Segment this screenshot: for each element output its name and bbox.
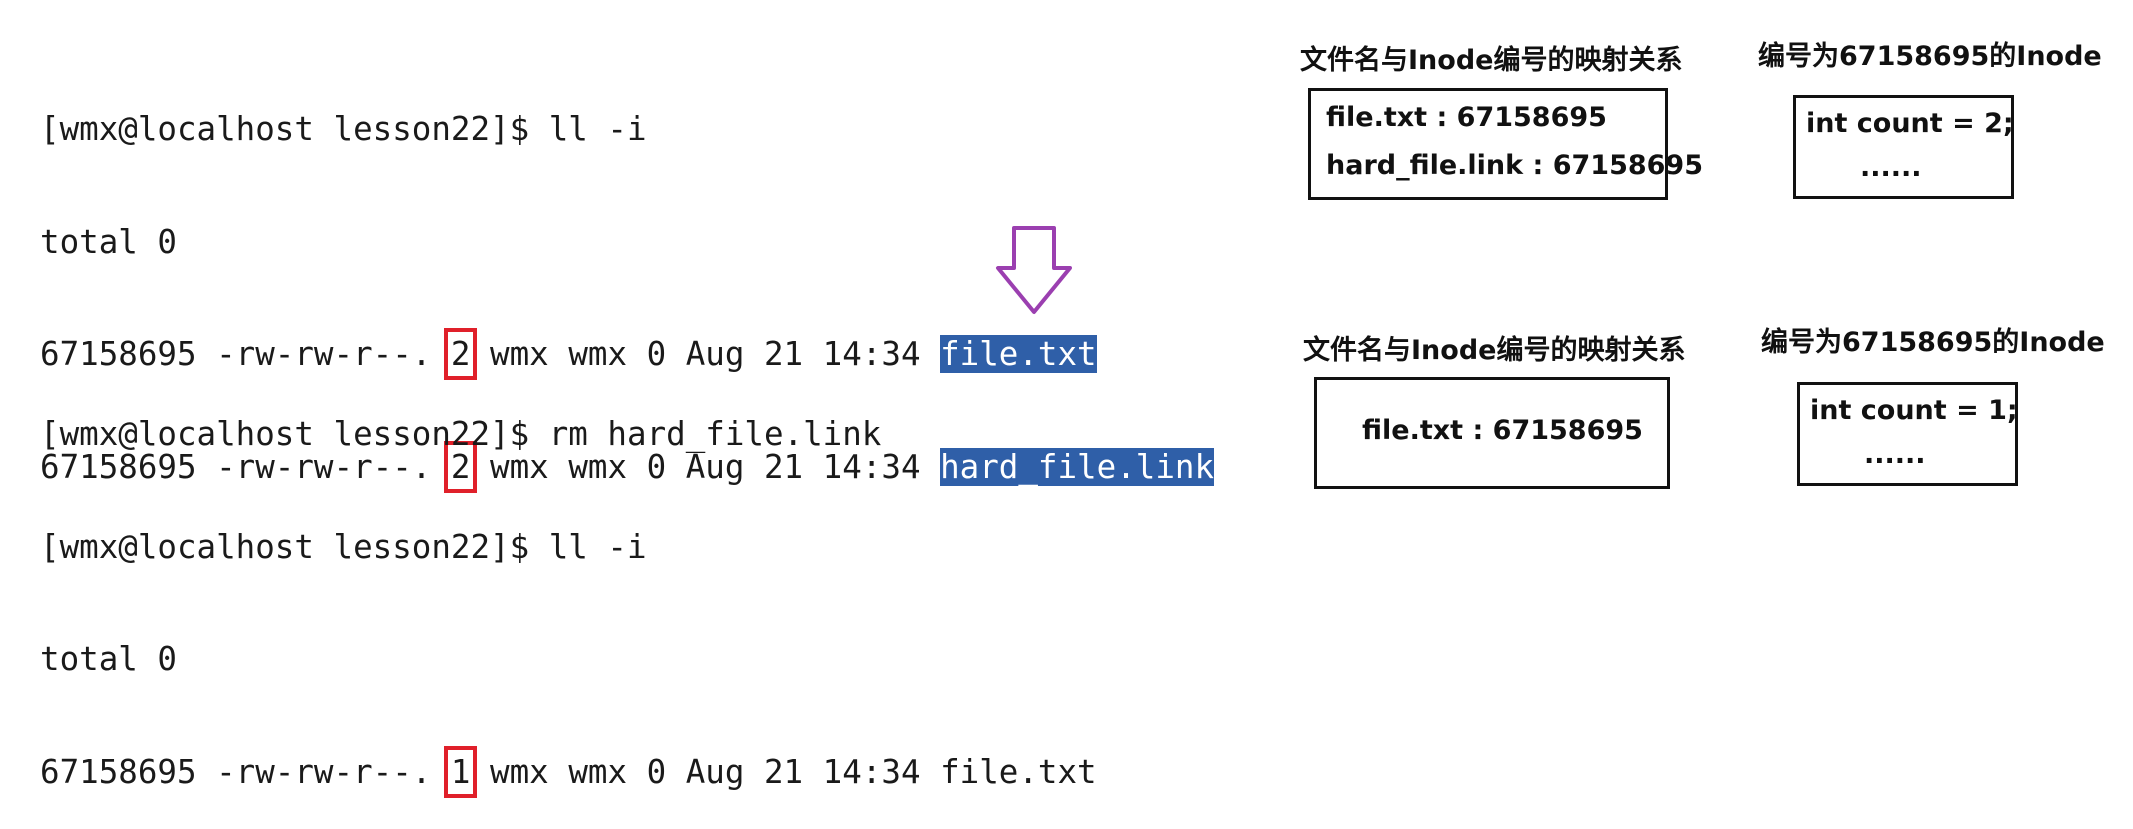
terminal-line-listing: 67158695 -rw-rw-r--. 2 wmx wmx 0 Aug 21 … <box>40 328 1214 380</box>
file-name: hard_file.link <box>940 447 1215 486</box>
inode-perm: 67158695 -rw-rw-r--. <box>40 447 451 486</box>
terminal-line: [wmx@localhost lesson22]$ rm hard_file.l… <box>40 415 882 453</box>
terminal-line-listing: 67158695 -rw-rw-r--. 2 wmx wmx 0 Aug 21 … <box>40 440 1215 493</box>
inode-title: 编号为67158695的Inode <box>1758 41 2102 72</box>
inode-field: int count = 2; <box>1806 108 2014 139</box>
file-name: file.txt <box>940 335 1097 373</box>
mapping-title: 文件名与Inode编号的映射关系 <box>1300 45 1683 76</box>
owner-date: wmx wmx 0 Aug 21 14:34 <box>470 335 941 373</box>
inode-field: int count = 1; <box>1810 395 2018 426</box>
mapping-entry: file.txt : 67158695 <box>1326 102 1607 133</box>
mapping-box <box>1308 88 1668 200</box>
terminal-line-listing: 67158695 -rw-rw-r--. 1 wmx wmx 0 Aug 21 … <box>40 745 1097 798</box>
mapping-box <box>1314 377 1670 489</box>
terminal-line: total 0 <box>40 640 177 678</box>
terminal-after: [wmx@localhost lesson22]$ rm hard_file.l… <box>40 341 1097 829</box>
inode-perm: 67158695 -rw-rw-r--. <box>40 752 451 791</box>
mapping-title: 文件名与Inode编号的映射关系 <box>1303 335 1686 366</box>
link-count: 1 <box>444 745 478 798</box>
inode-box <box>1793 95 2014 199</box>
link-count: 2 <box>444 328 478 380</box>
owner-date: wmx wmx 0 Aug 21 14:34 <box>470 752 941 791</box>
inode-perm: 67158695 -rw-rw-r--. <box>40 335 451 373</box>
terminal-before: [wmx@localhost lesson22]$ ll -i total 0 … <box>40 36 1215 524</box>
mapping-entry: file.txt : 67158695 <box>1362 415 1643 446</box>
down-arrow-icon <box>996 226 1072 314</box>
terminal-line: [wmx@localhost lesson22]$ ll -i <box>40 110 647 148</box>
inode-title: 编号为67158695的Inode <box>1761 327 2105 358</box>
mapping-entry: hard_file.link : 67158695 <box>1326 150 1703 181</box>
owner-date: wmx wmx 0 Aug 21 14:34 <box>470 447 941 486</box>
inode-box <box>1797 382 2018 486</box>
link-count: 2 <box>444 440 478 493</box>
inode-field: ...... <box>1860 152 1922 183</box>
inode-field: ...... <box>1864 439 1926 470</box>
terminal-line: [wmx@localhost lesson22]$ ll -i <box>40 527 647 566</box>
terminal-line: total 0 <box>40 222 177 261</box>
file-name: file.txt <box>940 752 1097 791</box>
